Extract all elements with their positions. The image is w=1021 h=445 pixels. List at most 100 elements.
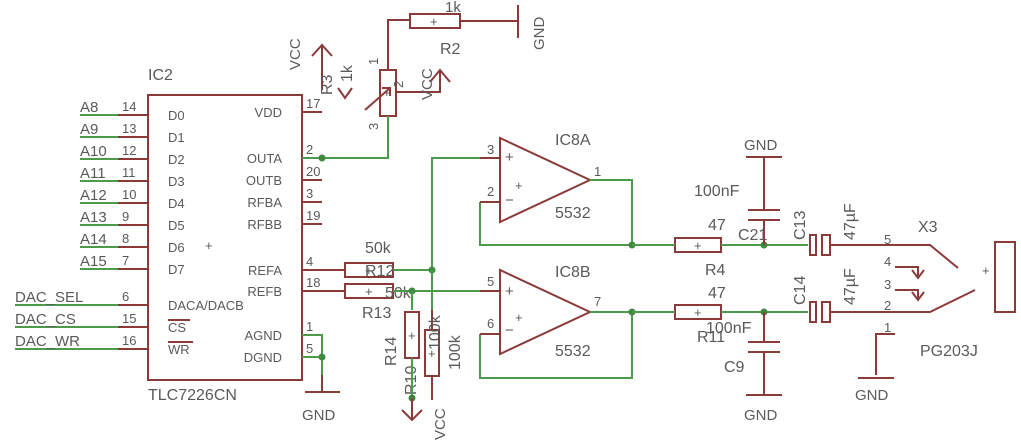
- ic2-left-pins: 14D0A813D1A912D2A1011D3A1110D4A129D5A138…: [15, 99, 244, 357]
- ic2-pin-number: 5: [306, 341, 313, 356]
- ic8a-ref: IC8A: [555, 132, 591, 149]
- x3-switch-2: [895, 289, 925, 302]
- ic2-part: TLC7226CN: [148, 387, 237, 404]
- ic8a-plus-sign: +: [505, 149, 514, 166]
- c13-plate-neg[interactable]: [821, 234, 831, 256]
- r14-ref: R14: [383, 337, 400, 366]
- ic2-pin-name: VDD: [255, 105, 282, 120]
- ic2-pin-number: 2: [306, 142, 313, 157]
- ic8b-pin-plus: 5: [487, 274, 494, 289]
- ic2-pin-name: D4: [168, 196, 185, 211]
- ic2-origin-mark: +: [205, 238, 213, 253]
- ic2-pin-number: 14: [122, 99, 136, 114]
- c13-plate-pos[interactable]: [809, 234, 817, 256]
- r4-ref: R4: [705, 262, 726, 279]
- c21-body[interactable]: [748, 175, 780, 245]
- r11-origin-mark: +: [694, 305, 702, 320]
- c13-ref: C13: [792, 211, 809, 240]
- r4-value: 47: [708, 217, 726, 234]
- c21-ref: C21: [738, 227, 767, 244]
- ic8b-pin-out: 7: [594, 294, 601, 309]
- r13-value: 50k: [385, 285, 412, 302]
- ic2-pin-number: 18: [306, 275, 320, 290]
- ic2-ref: IC2: [148, 67, 173, 84]
- net-label[interactable]: A12: [80, 187, 107, 204]
- ic2-pin-number: 12: [122, 143, 136, 158]
- pot-pin-2: 2: [391, 81, 406, 88]
- net-label[interactable]: A11: [80, 165, 106, 182]
- ref-wires-ic2: [302, 269, 345, 292]
- ic2-pin-number: 1: [306, 319, 313, 334]
- net-label[interactable]: DAC_CS: [15, 311, 76, 328]
- ic8b-plus-sign: +: [505, 283, 514, 300]
- vcc-arrow-2: [396, 68, 451, 93]
- c14-plate-neg[interactable]: [821, 301, 831, 323]
- net-label[interactable]: DAC_SEL: [15, 289, 83, 306]
- pot-pin-1: 1: [366, 58, 381, 65]
- ic2-pin-name: AGND: [244, 328, 282, 343]
- ic8a-minus-sign: −: [505, 192, 514, 209]
- opamp-to-r-wires: [632, 244, 675, 313]
- net-label[interactable]: A9: [80, 121, 98, 138]
- ic8b-body[interactable]: [499, 268, 593, 356]
- vcc-label-1: VCC: [287, 38, 304, 70]
- ic2-pin-name: REFA: [248, 263, 282, 278]
- x3-part: PG203J: [920, 343, 978, 360]
- r4-origin-mark: +: [694, 238, 702, 253]
- ic2-right-pins: 17VDD2OUTA20OUTB3RFBA19RFBB4REFA18REFB1A…: [244, 96, 322, 365]
- pot-origin-mark: +: [383, 85, 391, 100]
- net-label[interactable]: A13: [80, 209, 107, 226]
- net-label[interactable]: A15: [80, 253, 107, 270]
- x3-pin-4: 4: [884, 254, 891, 269]
- junction: [318, 154, 326, 162]
- x3-body[interactable]: [994, 241, 1016, 313]
- vcc-label-3: VCC: [432, 408, 449, 440]
- ic2-pin-number: 20: [306, 164, 320, 179]
- ic8b-minus-sign: −: [505, 322, 514, 339]
- ic8b-pin-minus: 6: [487, 316, 494, 331]
- x3-origin-mark: +: [982, 263, 990, 278]
- c14-value: 47µF: [842, 268, 859, 305]
- ic2-pin-number: 9: [122, 209, 129, 224]
- cap-to-connector: [830, 244, 895, 313]
- r3-ref: R3: [319, 74, 336, 95]
- x3-sleeve: [875, 333, 895, 375]
- ic2-pin-name: WR: [168, 342, 190, 357]
- ic8a-pin-minus: 2: [487, 184, 494, 199]
- c9-body[interactable]: [748, 312, 780, 390]
- r13-origin-mark: +: [365, 284, 373, 299]
- ic2-pin-number: 13: [122, 121, 136, 136]
- ic2-pin-number: 19: [306, 208, 320, 223]
- gnd-label-x3: GND: [855, 387, 889, 404]
- vcc-arrow-1: [311, 43, 333, 90]
- pot-down-arrow: [337, 87, 353, 100]
- gnd-arrow-r14: [401, 398, 423, 422]
- ic2-pin-number: 8: [122, 231, 129, 246]
- r14-value: 100k: [427, 314, 444, 350]
- ic2-pin-name: D2: [168, 152, 185, 167]
- ic2-pin-number: 10: [122, 187, 136, 202]
- net-label[interactable]: A8: [80, 99, 98, 116]
- gnd-label-c21: GND: [744, 137, 778, 154]
- ic2-pin-name: D0: [168, 108, 185, 123]
- r2-origin-mark: +: [430, 14, 438, 29]
- ic2-pin-name: DACA/DACB: [168, 298, 244, 313]
- net-label[interactable]: A10: [80, 143, 107, 160]
- ic2-pin-name: D6: [168, 240, 185, 255]
- c14-plate-pos[interactable]: [809, 301, 817, 323]
- ic8a-center-mark: +: [515, 178, 523, 193]
- gnd-label-ic2: GND: [302, 407, 336, 424]
- r12-origin-mark: +: [365, 263, 373, 278]
- ic2-pin-name: OUTB: [246, 173, 282, 188]
- net-label[interactable]: A14: [80, 231, 107, 248]
- gnd-label-c9: GND: [744, 407, 778, 424]
- pot-to-r2: [387, 19, 410, 70]
- r2-value: 1k: [445, 0, 461, 16]
- ic2-body[interactable]: [147, 94, 303, 381]
- wire-to-ic8a-plus: [393, 157, 480, 271]
- ic8a-body[interactable]: [499, 136, 593, 224]
- net-label[interactable]: DAC_WR: [15, 333, 80, 350]
- vcc-label-2: VCC: [419, 68, 436, 100]
- r10-value: 100k: [447, 334, 464, 370]
